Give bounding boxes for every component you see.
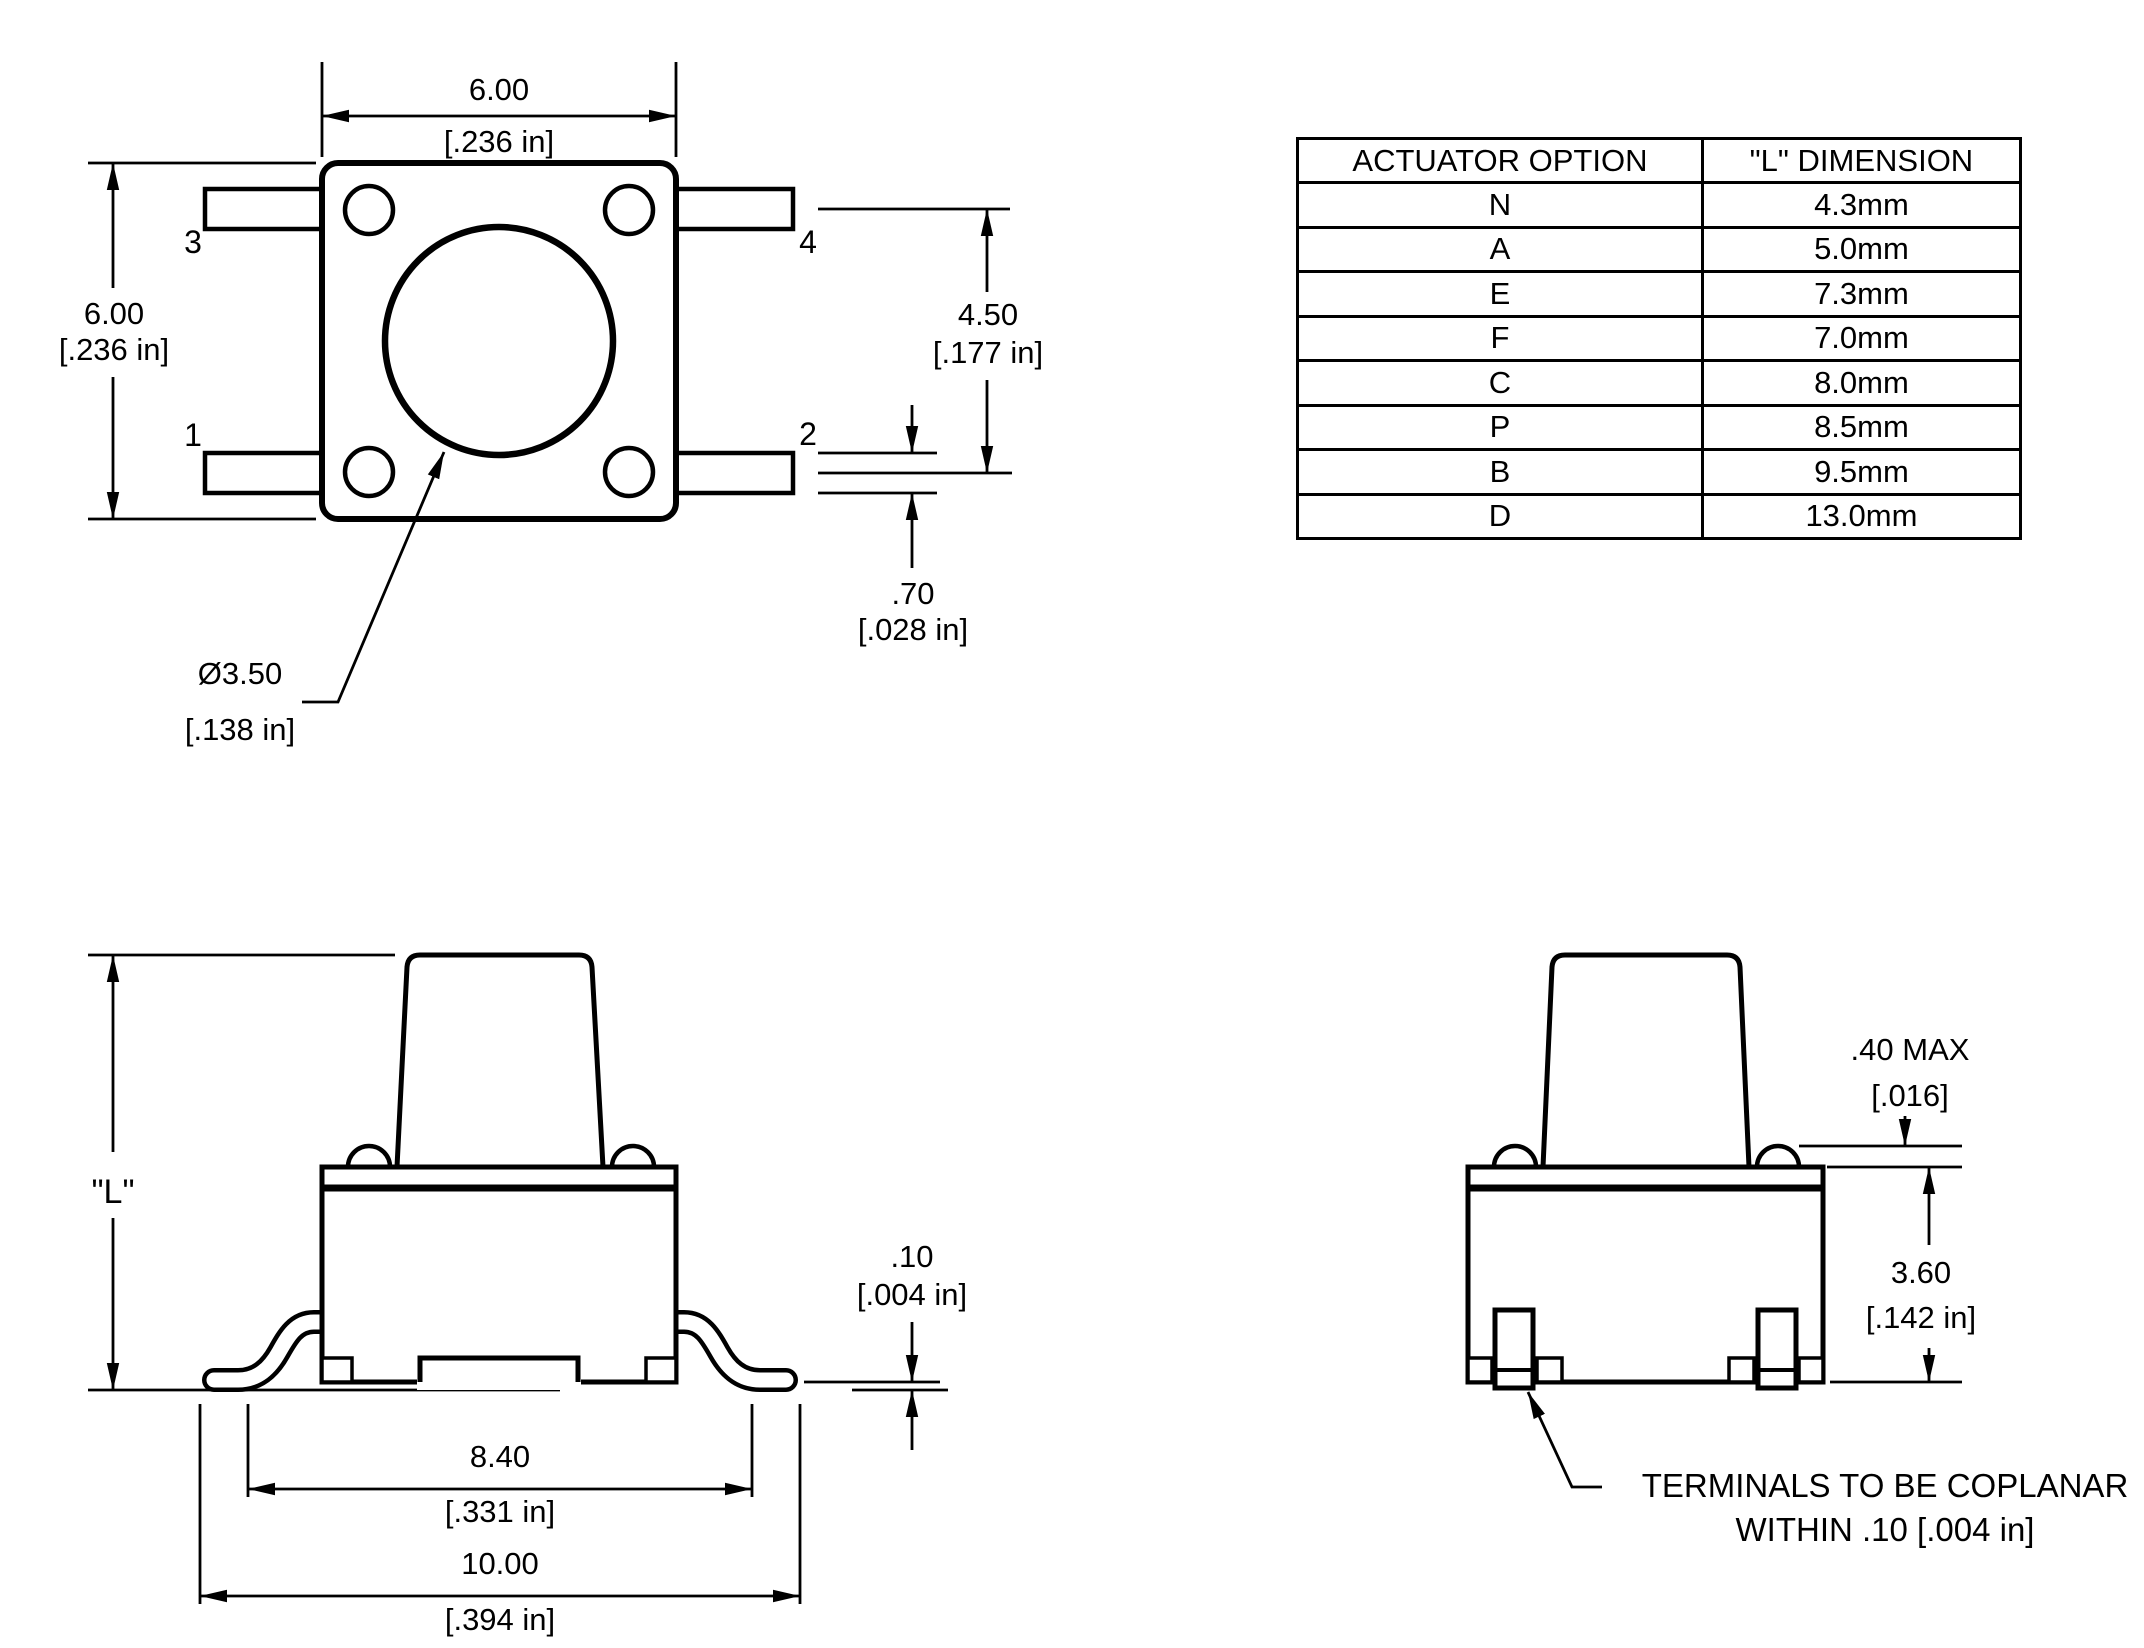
cell-l-dimension: 13.0mm: [1700, 492, 2023, 540]
inner-standoff: [1727, 1356, 1756, 1384]
pin-2-label: 2: [799, 416, 817, 452]
actuator-button-side: [394, 952, 606, 1170]
coplanar-note-line2: WITHIN .10 [.004 in]: [1736, 1511, 2035, 1548]
cell-actuator-option: N: [1296, 181, 1704, 229]
dim-bump-height-mm: .40 MAX: [1851, 1032, 1970, 1067]
table-header-actuator-option: ACTUATOR OPTION: [1296, 137, 1704, 184]
mount-hole: [342, 183, 396, 237]
table-header-row: ACTUATOR OPTION "L" DIMENSION: [1296, 137, 2023, 184]
corner-standoff: [1466, 1356, 1494, 1384]
terminal-front: [1492, 1307, 1536, 1391]
cell-l-dimension: 8.0mm: [1700, 359, 2023, 407]
dim-pin-pitch-in: [.177 in]: [933, 335, 1043, 370]
dim-height-in: [.236 in]: [59, 332, 169, 367]
actuator-button-front: [1540, 952, 1752, 1170]
dim-foot-span-in: [.331 in]: [445, 1494, 555, 1529]
dim-body-height-mm: 3.60: [1891, 1255, 1951, 1290]
dim-overall-span-in: [.394 in]: [445, 1602, 555, 1637]
pin-4-lead: [673, 186, 796, 232]
pin-1-label: 1: [184, 417, 202, 453]
table-header-l-dimension: "L" DIMENSION: [1700, 137, 2023, 184]
cell-l-dimension: 9.5mm: [1700, 448, 2023, 496]
bottom-recess: [417, 1355, 581, 1382]
pin-1-lead: [202, 450, 325, 496]
cell-actuator-option: E: [1296, 270, 1704, 318]
dim-width-mm: 6.00: [469, 72, 529, 107]
cell-actuator-option: D: [1296, 492, 1704, 540]
front-view-drawing: .40 MAX [.016] 3.60 [.142 in] TERMINALS …: [1465, 952, 2129, 1548]
cell-actuator-option: A: [1296, 225, 1704, 273]
cell-l-dimension: 7.0mm: [1700, 314, 2023, 362]
switch-body-top: [319, 160, 679, 522]
dim-overall-span-mm: 10.00: [461, 1546, 539, 1581]
terminal-front: [1755, 1307, 1799, 1391]
pin-3-lead: [202, 186, 325, 232]
corner-standoff: [1797, 1356, 1825, 1384]
mount-hole: [342, 445, 396, 499]
inner-standoff: [1535, 1356, 1564, 1384]
dim-height-mm: 6.00: [84, 296, 144, 331]
right-gullwing-lead-inner: [662, 1314, 794, 1388]
mount-hole: [602, 445, 656, 499]
corner-standoff: [320, 1356, 354, 1384]
cell-l-dimension: 4.3mm: [1700, 181, 2023, 229]
corner-standoff: [644, 1356, 678, 1384]
switch-body-side: [319, 1164, 679, 1385]
leader-line-actuator-dia: [302, 451, 446, 704]
dim-pin-pitch-mm: 4.50: [958, 297, 1018, 332]
cell-l-dimension: 5.0mm: [1700, 225, 2023, 273]
left-gullwing-lead-inner: [206, 1314, 336, 1388]
cell-actuator-option: B: [1296, 448, 1704, 496]
dim-pin-thickness-mm: .70: [891, 576, 934, 611]
cell-l-dimension: 8.5mm: [1700, 403, 2023, 451]
dim-bump-height-in: [.016]: [1871, 1078, 1949, 1113]
dim-actuator-dia-in: [.138 in]: [185, 712, 295, 747]
coplanar-note-line1: TERMINALS TO BE COPLANAR: [1642, 1467, 2129, 1504]
mount-hole: [602, 183, 656, 237]
actuator-circle: [381, 223, 617, 459]
cell-actuator-option: F: [1296, 314, 1704, 362]
dim-pin-thickness-in: [.028 in]: [858, 612, 968, 647]
recess-mask: [417, 1376, 581, 1390]
cell-actuator-option: C: [1296, 359, 1704, 407]
cell-l-dimension: 7.3mm: [1700, 270, 2023, 318]
side-view-drawing: "L" .10 [.004 in] 8.40 [.331 in] 10.00 […: [88, 952, 967, 1637]
top-view-drawing: 6.00 [.236 in] 6.00 [.236 in] 3 4: [59, 62, 1043, 747]
pin-4-label: 4: [799, 224, 817, 260]
cell-actuator-option: P: [1296, 403, 1704, 451]
leader-line-coplanar-note: [1526, 1391, 1602, 1489]
dim-width-in: [.236 in]: [444, 124, 554, 159]
dim-coplanarity-mm: .10: [890, 1239, 933, 1274]
dim-body-height-in: [.142 in]: [1866, 1300, 1976, 1335]
pin-3-label: 3: [184, 224, 202, 260]
pin-2-lead: [673, 450, 796, 496]
dim-L-label: "L": [91, 1173, 134, 1211]
dim-coplanarity-in: [.004 in]: [857, 1277, 967, 1312]
dim-actuator-dia-mm: Ø3.50: [198, 656, 282, 691]
dim-foot-span-mm: 8.40: [470, 1439, 530, 1474]
